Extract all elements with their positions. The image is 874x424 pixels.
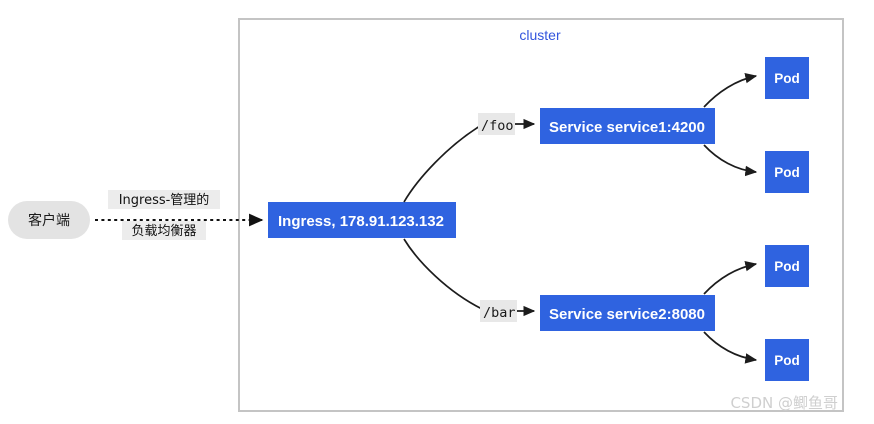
pod-label-3: Pod (774, 259, 800, 274)
service-node-service1[interactable] (540, 108, 715, 144)
service-label-service2: Service service2:8080 (549, 306, 705, 323)
pod-label-4: Pod (774, 353, 800, 368)
route-label-bar: /bar (483, 305, 516, 321)
service-node-service2[interactable] (540, 295, 715, 331)
client-node[interactable] (8, 201, 90, 239)
ingress-node[interactable] (268, 202, 456, 238)
edge-service2-to-pod3 (703, 260, 758, 295)
pod-label-1: Pod (774, 71, 800, 86)
route-chip-bg-bar (480, 300, 517, 322)
client-label: 客户端 (28, 212, 70, 229)
ingress-label: Ingress, 178.91.123.132 (278, 213, 444, 230)
service-label-service1: Service service1:4200 (549, 119, 705, 136)
pod-node-2[interactable] (765, 151, 809, 193)
edge-ingress-to-foo (403, 125, 481, 203)
pod-node-4[interactable] (765, 339, 809, 381)
edge-ingress-to-bar (403, 238, 483, 310)
edge-note-line2: 负载均衡器 (131, 224, 196, 239)
edge-service1-to-pod2 (703, 144, 758, 177)
edge-note-bg-line2 (122, 221, 206, 240)
cluster-title: cluster (519, 27, 561, 43)
pod-node-1[interactable] (765, 57, 809, 99)
pod-node-3[interactable] (765, 245, 809, 287)
watermark-text: CSDN @鲫鱼哥 (730, 394, 838, 412)
route-label-foo: /foo (481, 118, 514, 134)
edge-note-bg-line1 (108, 190, 220, 209)
edge-service1-to-pod1 (703, 72, 758, 108)
route-chip-bg-foo (478, 113, 515, 135)
edge-note-line1: Ingress-管理的 (119, 192, 210, 208)
pod-label-2: Pod (774, 165, 800, 180)
edge-service2-to-pod4 (703, 331, 758, 364)
